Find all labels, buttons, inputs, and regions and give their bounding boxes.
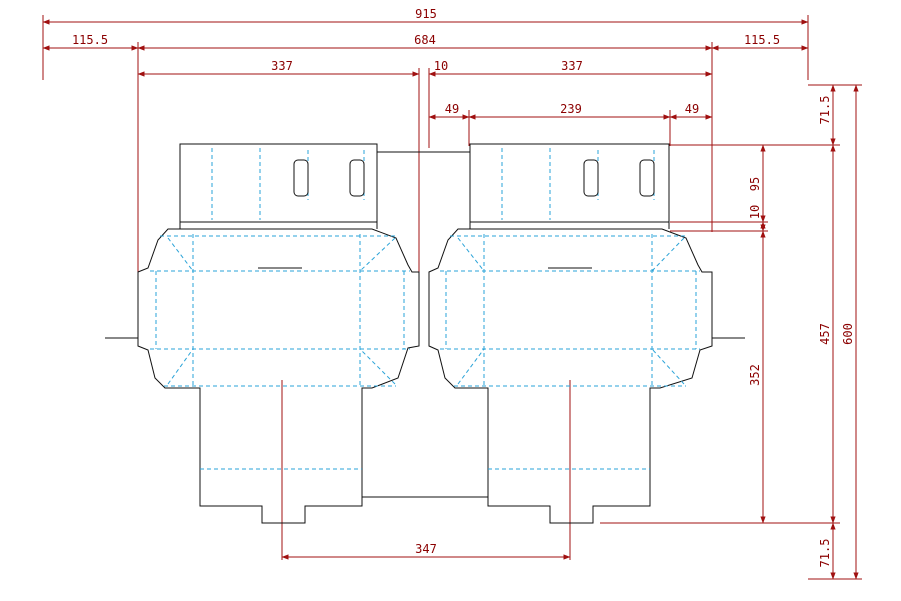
label-gap: 10 bbox=[434, 59, 448, 73]
label-flap-right: 49 bbox=[685, 102, 699, 116]
label-net-height: 457 bbox=[818, 323, 832, 345]
label-body-height: 352 bbox=[748, 364, 762, 386]
dimension-lines bbox=[42, 15, 862, 580]
label-panel-right: 337 bbox=[561, 59, 583, 73]
connecting-lines bbox=[362, 151, 488, 498]
label-top-margin: 71.5 bbox=[818, 96, 832, 125]
label-flap-left: 49 bbox=[445, 102, 459, 116]
label-net-width: 684 bbox=[414, 33, 436, 47]
label-overall-width: 915 bbox=[415, 7, 437, 21]
label-lid-gap: 10 bbox=[748, 205, 762, 219]
label-tray-spacing: 347 bbox=[415, 542, 437, 556]
label-overall-height: 600 bbox=[841, 323, 855, 345]
label-right-margin: 115.5 bbox=[744, 33, 780, 47]
label-inner-width: 239 bbox=[560, 102, 582, 116]
left-box-net bbox=[105, 143, 420, 524]
label-lid-height: 95 bbox=[748, 177, 762, 191]
dimension-labels: 915 115.5 684 115.5 337 10 337 49 239 49… bbox=[72, 7, 855, 567]
right-box-net bbox=[428, 143, 745, 524]
label-bottom-margin: 71.5 bbox=[818, 539, 832, 568]
label-panel-left: 337 bbox=[271, 59, 293, 73]
label-left-margin: 115.5 bbox=[72, 33, 108, 47]
